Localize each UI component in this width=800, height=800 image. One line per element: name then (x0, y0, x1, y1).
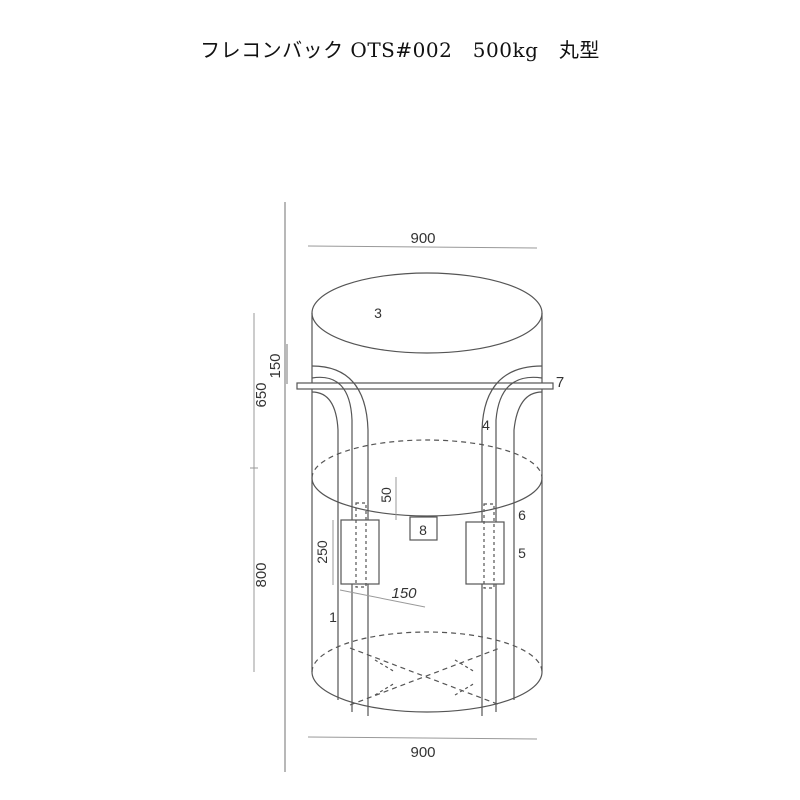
part-label-4: 4 (482, 417, 490, 433)
dim-upper-height: 650 (253, 382, 270, 407)
belt-bar (296, 382, 554, 390)
left-loop-inner (311, 391, 339, 700)
mid-seam (311, 477, 543, 517)
dim-top-offset: 150 (267, 353, 284, 378)
top-width-dimension (307, 245, 538, 249)
mid-hidden-arc (311, 439, 543, 479)
right-loop-inner (513, 391, 543, 700)
part-label-3: 3 (374, 305, 382, 321)
dim-pocket-height: 250 (314, 540, 330, 564)
left-loop-outer (311, 376, 353, 712)
part-label-6: 6 (518, 507, 526, 523)
bottom-width-dimension (307, 736, 538, 740)
part-label-1: 1 (329, 609, 337, 625)
left-loop-strap (311, 365, 369, 716)
label-box (409, 516, 438, 541)
part-label-7: 7 (556, 374, 564, 391)
left-document-pocket (340, 519, 380, 585)
bottom-hidden-arc (311, 631, 543, 673)
dim-label-offset: 50 (378, 487, 394, 503)
part-label-8: 8 (419, 522, 427, 538)
dim-lower-height: 800 (253, 562, 270, 587)
top-lid (311, 272, 543, 354)
dim-bottom-width: 900 (410, 744, 435, 761)
dim-top-width: 900 (410, 230, 435, 247)
right-stitching (483, 503, 495, 589)
right-loop-strap (481, 365, 543, 716)
diagram-title: フレコンバック OTS#002 500kg 丸型 (200, 38, 600, 62)
bottom-cross-straps (349, 647, 501, 706)
right-loop-outer (495, 376, 543, 712)
left-stitching (355, 502, 367, 588)
dim-pocket-width: 150 (391, 585, 417, 602)
part-label-5: 5 (518, 545, 526, 561)
pocket-width-dimension (339, 589, 426, 608)
right-document-pocket (465, 521, 505, 585)
bottom-arc (311, 671, 543, 713)
